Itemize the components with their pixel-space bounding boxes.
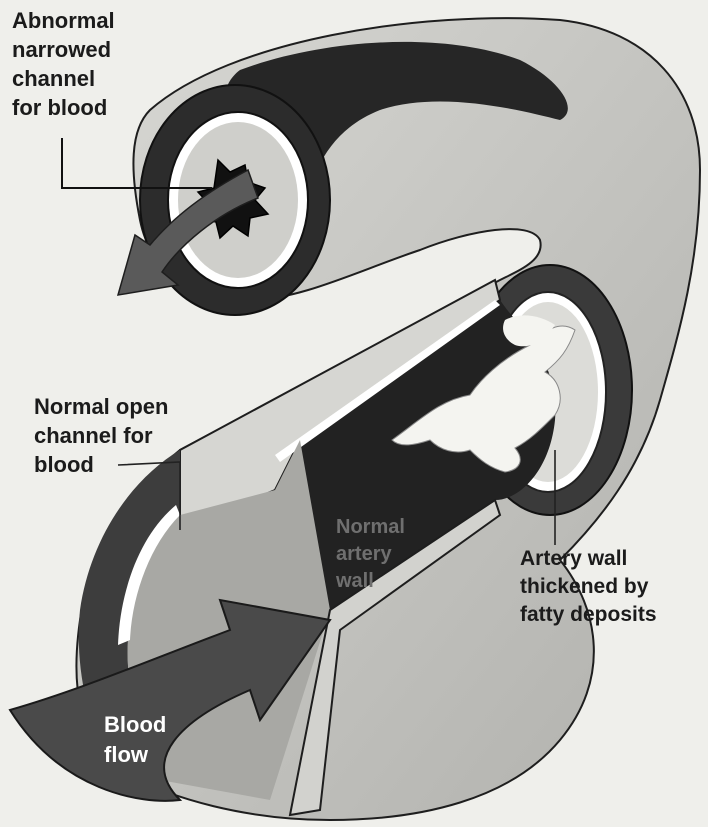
label-normal-channel: Normal open channel for blood: [34, 392, 168, 479]
label-thickened-wall: Artery wall thickened by fatty deposits: [520, 545, 657, 629]
label-normal-wall: Normal artery wall: [336, 514, 405, 595]
label-blood-flow: Blood flow: [104, 710, 166, 770]
label-abnormal-channel: Abnormal narrowed channel for blood: [12, 6, 115, 122]
